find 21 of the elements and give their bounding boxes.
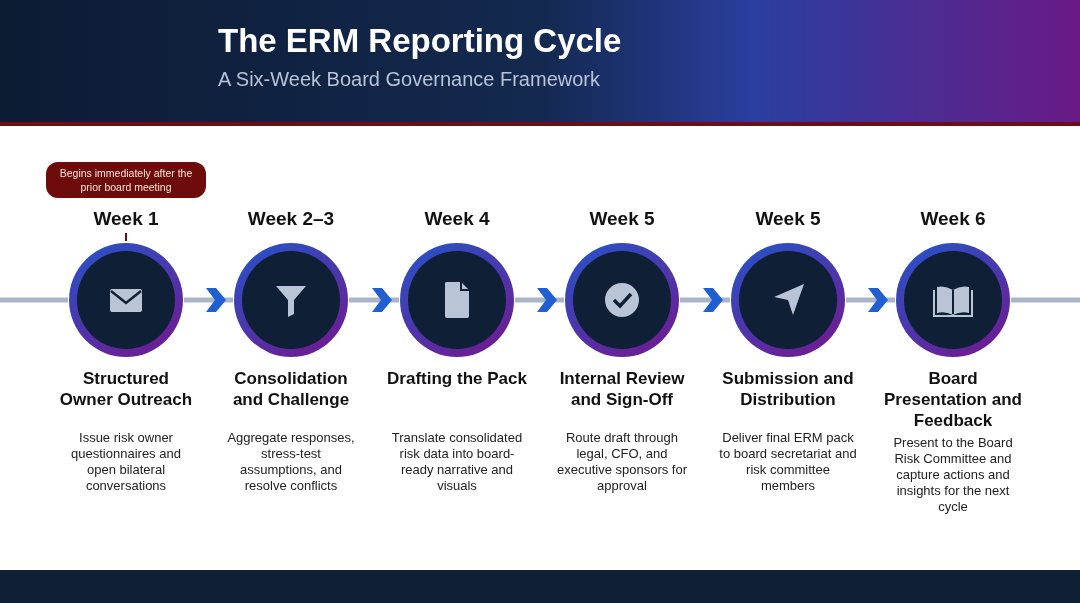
step-description: Issue risk owner questionnaires and open bilateral conversations xyxy=(70,430,182,494)
callout-bubble: Begins immediately after the prior board meeting xyxy=(46,162,206,198)
page-title: The ERM Reporting Cycle xyxy=(218,22,622,60)
subtitle: A Six-Week Board Governance Framework xyxy=(218,68,600,91)
step-description: Translate consolidated risk data into board-ready narrative and visuals xyxy=(390,430,524,494)
step-title: Board Presentation and Feedback xyxy=(883,368,1023,431)
step-title: Internal Review and Sign-Off xyxy=(558,368,686,410)
step-title: Drafting the Pack xyxy=(387,368,527,389)
week-label: Week 2–3 xyxy=(246,208,336,230)
step-title: Submission and Distribution xyxy=(721,368,855,410)
step-description: Present to the Board Risk Committee and capture actions and insights for the next cycle xyxy=(892,435,1014,515)
week-label: Week 5 xyxy=(754,208,822,230)
week-label: Week 4 xyxy=(423,208,491,230)
step-description: Deliver final ERM pack to board secretariat and risk committee members xyxy=(718,430,858,494)
week-label: Week 1 xyxy=(92,208,160,230)
step-title: Structured Owner Outreach xyxy=(58,368,194,410)
step-description: Route draft through legal, CFO, and executive sponsors for approval xyxy=(555,430,689,494)
week-label: Week 5 xyxy=(588,208,656,230)
week-label: Week 6 xyxy=(919,208,987,230)
step-title: Consolidation and Challenge xyxy=(231,368,351,410)
step-description: Aggregate responses, stress-test assumptions, and resolve conflicts xyxy=(226,430,356,494)
